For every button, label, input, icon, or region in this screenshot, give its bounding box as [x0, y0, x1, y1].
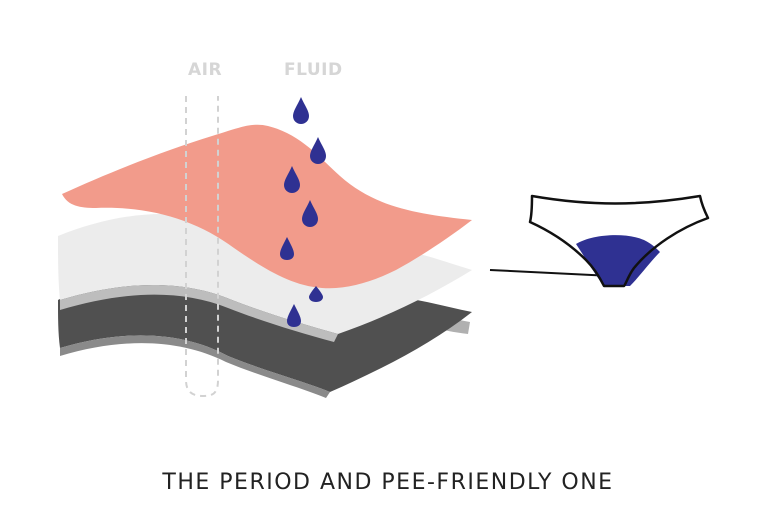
middle-layer [58, 213, 472, 342]
air-label: AIR [188, 60, 223, 80]
fluid-drops [280, 97, 326, 327]
droplet-icon [309, 286, 323, 302]
droplet-icon [310, 137, 326, 164]
top-layer [62, 124, 472, 289]
droplet-icon [284, 166, 300, 193]
caption: THE PERIOD AND PEE-FRIENDLY ONE [162, 470, 614, 495]
droplet-icon [302, 200, 318, 227]
connector-line [489, 269, 613, 277]
underwear-icon [528, 194, 710, 288]
droplet-icon [293, 97, 309, 124]
fluid-label: FLUID [284, 60, 343, 80]
droplet-icon [287, 304, 301, 327]
droplet-icon [280, 237, 294, 260]
air-path [185, 96, 219, 398]
